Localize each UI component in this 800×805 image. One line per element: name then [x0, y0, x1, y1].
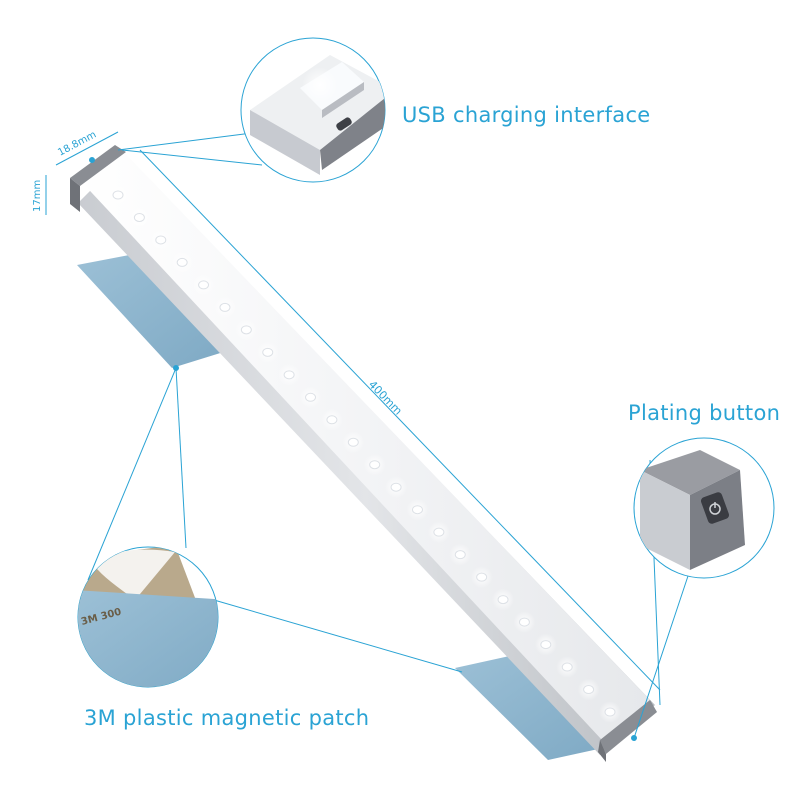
dimension-height: 17mm	[32, 180, 43, 212]
led	[369, 460, 381, 470]
usb-detail-circle	[240, 37, 386, 183]
led	[198, 280, 210, 290]
led	[540, 640, 552, 650]
button-detail-circle	[633, 437, 775, 579]
light-bar	[70, 145, 657, 762]
callout-lines	[87, 132, 691, 741]
led	[262, 347, 274, 357]
led	[283, 370, 295, 380]
magnetic-patch-top	[77, 252, 230, 368]
led	[347, 437, 359, 447]
led	[433, 527, 445, 537]
led	[219, 302, 231, 312]
led	[112, 190, 124, 200]
led-row	[107, 184, 621, 723]
led	[240, 325, 252, 335]
led	[176, 257, 188, 267]
usb-port-icon	[336, 117, 352, 131]
plating-button-label: Plating button	[628, 401, 781, 425]
led	[454, 550, 466, 560]
led	[390, 482, 402, 492]
led	[561, 662, 573, 672]
led	[155, 235, 167, 245]
dimension-lines	[45, 131, 661, 691]
magnetic-patch-bottom	[455, 652, 612, 760]
led	[133, 212, 145, 222]
led	[411, 505, 423, 515]
led	[476, 572, 488, 582]
led	[326, 415, 338, 425]
usb-charging-label: USB charging interface	[402, 103, 651, 127]
led	[305, 392, 317, 402]
led	[497, 595, 509, 605]
led	[583, 685, 595, 695]
led	[518, 617, 530, 627]
patch-detail-circle: 3M 300	[77, 546, 219, 688]
dimension-width: 18.8mm	[56, 129, 98, 158]
led	[604, 707, 616, 717]
magnetic-patch-label: 3M plastic magnetic patch	[84, 706, 370, 730]
